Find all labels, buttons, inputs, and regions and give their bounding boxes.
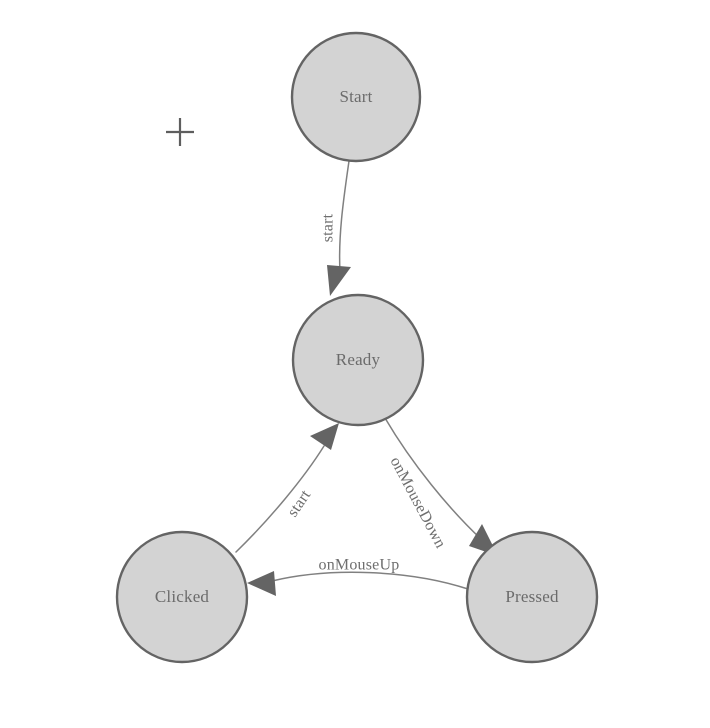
- node-pressed[interactable]: Pressed: [465, 530, 599, 664]
- node-start-circle[interactable]: [290, 31, 422, 163]
- node-clicked[interactable]: Clicked: [115, 530, 249, 664]
- edge-pressed-to-clicked-arrowhead: [247, 571, 276, 596]
- edge-label-onmousedown: onMouseDown: [387, 454, 449, 551]
- edge-start-to-ready-arrowhead: [327, 265, 351, 296]
- edge-clicked-to-ready-arrowhead: [310, 423, 339, 450]
- node-start-label: Start: [339, 87, 372, 106]
- edge-ready-to-pressed[interactable]: onMouseDown: [384, 417, 498, 556]
- node-start[interactable]: Start: [290, 31, 422, 163]
- edge-start-to-ready-path: [338, 160, 350, 273]
- edge-label-start-top: start: [320, 213, 337, 242]
- edge-pressed-to-clicked-path: [271, 571, 469, 590]
- edge-label-onmouseup: onMouseUp: [319, 557, 400, 574]
- edge-pressed-to-clicked[interactable]: onMouseUp: [247, 557, 469, 596]
- node-pressed-circle[interactable]: [465, 530, 599, 664]
- node-pressed-label: Pressed: [505, 587, 559, 606]
- node-clicked-circle[interactable]: [115, 530, 249, 664]
- crosshair-icon: [166, 118, 194, 146]
- edge-clicked-to-ready[interactable]: start: [235, 423, 339, 553]
- node-clicked-label: Clicked: [155, 587, 210, 606]
- node-ready-label: Ready: [336, 350, 381, 369]
- edge-clicked-to-ready-path: [235, 445, 325, 553]
- edge-label-start-left: start: [284, 487, 314, 520]
- edge-start-to-ready[interactable]: start: [320, 160, 351, 296]
- node-ready-circle[interactable]: [291, 293, 425, 427]
- node-ready[interactable]: Ready: [291, 293, 425, 427]
- edge-ready-to-pressed-path: [384, 417, 483, 541]
